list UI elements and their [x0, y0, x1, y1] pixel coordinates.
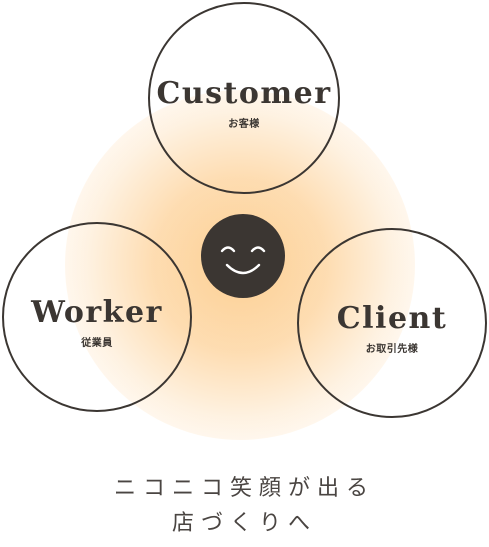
worker-sublabel: 従業員: [81, 337, 113, 349]
client-circle: Client お取引先様: [297, 228, 487, 418]
smiley-face-icon: [201, 214, 285, 298]
client-sublabel: お取引先様: [365, 343, 419, 355]
worker-label: Worker: [31, 294, 163, 330]
customer-circle: Customer お客様: [148, 2, 340, 194]
worker-circle: Worker 従業員: [2, 222, 192, 412]
customer-label: Customer: [156, 75, 332, 111]
customer-sublabel: お客様: [228, 118, 260, 130]
client-label: Client: [336, 300, 448, 336]
tagline-line-1: ニコニコ笑顔が出る: [113, 476, 375, 501]
tagline-line-2: 店づくりへ: [171, 511, 317, 536]
